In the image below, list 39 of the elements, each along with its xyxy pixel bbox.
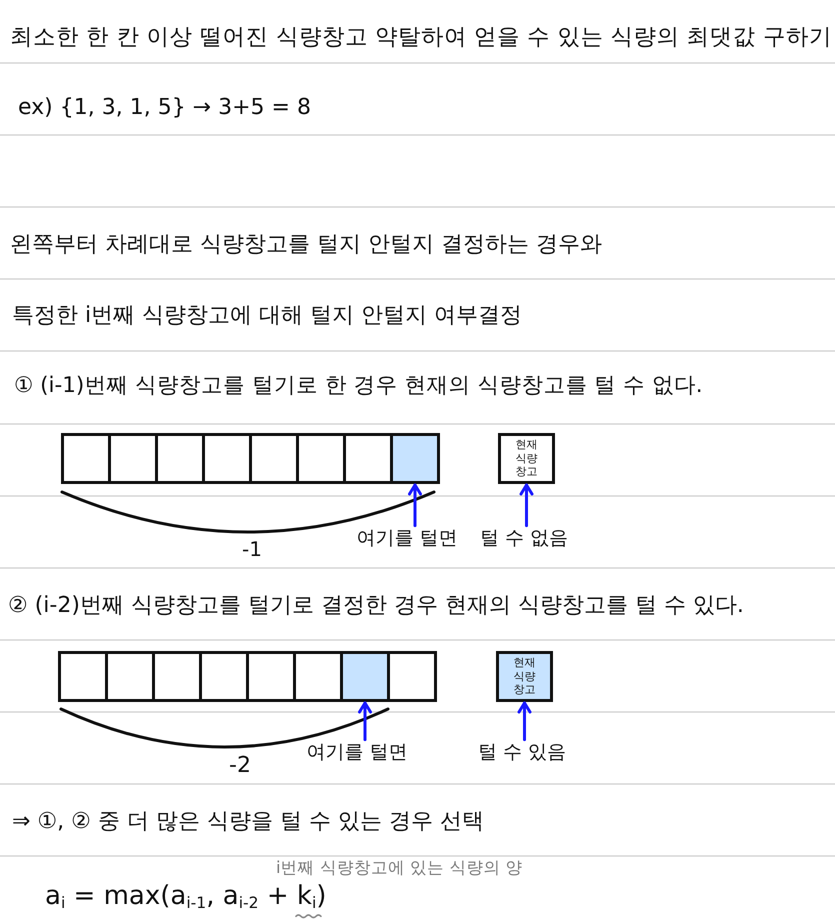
- storage-cell: [293, 651, 343, 702]
- storage-cell: [390, 433, 440, 484]
- title: 최소한 한 칸 이상 떨어진 식량창고 약탈하여 얻을 수 있는 식량의 최댓값 구하기: [10, 23, 832, 52]
- storage-cell: [202, 433, 252, 484]
- storage-cell: [246, 651, 296, 702]
- note-text: 특정한 i번째 식량창고에 대해 털지 안털지 여부결정: [12, 302, 522, 330]
- note-text: 왼쪽부터 차례대로 식량창고를 털지 안털지 결정하는 경우와: [10, 230, 602, 259]
- storage-cell: [343, 433, 393, 484]
- formula: a$_{i}$ = max(a$_{i-1}$, a$_{i-2}$ + k$_{i}$): [45, 882, 326, 910]
- storage-cell: [58, 651, 108, 702]
- storage-cell: [296, 433, 346, 484]
- storage-cell: [105, 651, 155, 702]
- storage-cell: [152, 651, 202, 702]
- arrow: [358, 702, 372, 742]
- storage-cell: [155, 433, 205, 484]
- conclusion-text: ⇒ ①, ② 중 더 많은 식량을 털 수 있는 경우 선택: [12, 808, 484, 836]
- box-label: 현재 식량 창고: [512, 656, 536, 697]
- box-label: 현재 식량 창고: [514, 438, 538, 479]
- case-text: ① (i-1)번째 식량창고를 털기로 한 경우 현재의 식량창고를 털 수 없다.: [14, 372, 703, 400]
- storage-cell: [108, 433, 158, 484]
- storage-box: [496, 651, 553, 702]
- arrow: [408, 484, 422, 528]
- bracket-label: -2: [229, 752, 251, 780]
- arrow-caption: 털 수 있음: [478, 740, 566, 764]
- storage-cell: [387, 651, 437, 702]
- storage-cell: [340, 651, 390, 702]
- arrow-caption: 여기를 털면: [356, 526, 458, 550]
- arrow-caption: 털 수 없음: [480, 526, 568, 550]
- bracket-label: -1: [242, 536, 262, 562]
- arrow-caption: 여기를 털면: [306, 740, 408, 764]
- arrow: [518, 702, 532, 742]
- storage-box: [498, 433, 555, 484]
- storage-cell: [61, 433, 111, 484]
- case-text: ② (i-2)번째 식량창고를 털기로 결정한 경우 현재의 식량창고를 털 수 있다.: [8, 592, 744, 620]
- example-text: ex) {1, 3, 1, 5} → 3+5 = 8: [18, 94, 311, 122]
- annotation-note: i번째 식량창고에 있는 식량의 양: [276, 857, 523, 879]
- storage-cell: [199, 651, 249, 702]
- storage-cell: [249, 433, 299, 484]
- arrow: [520, 484, 534, 528]
